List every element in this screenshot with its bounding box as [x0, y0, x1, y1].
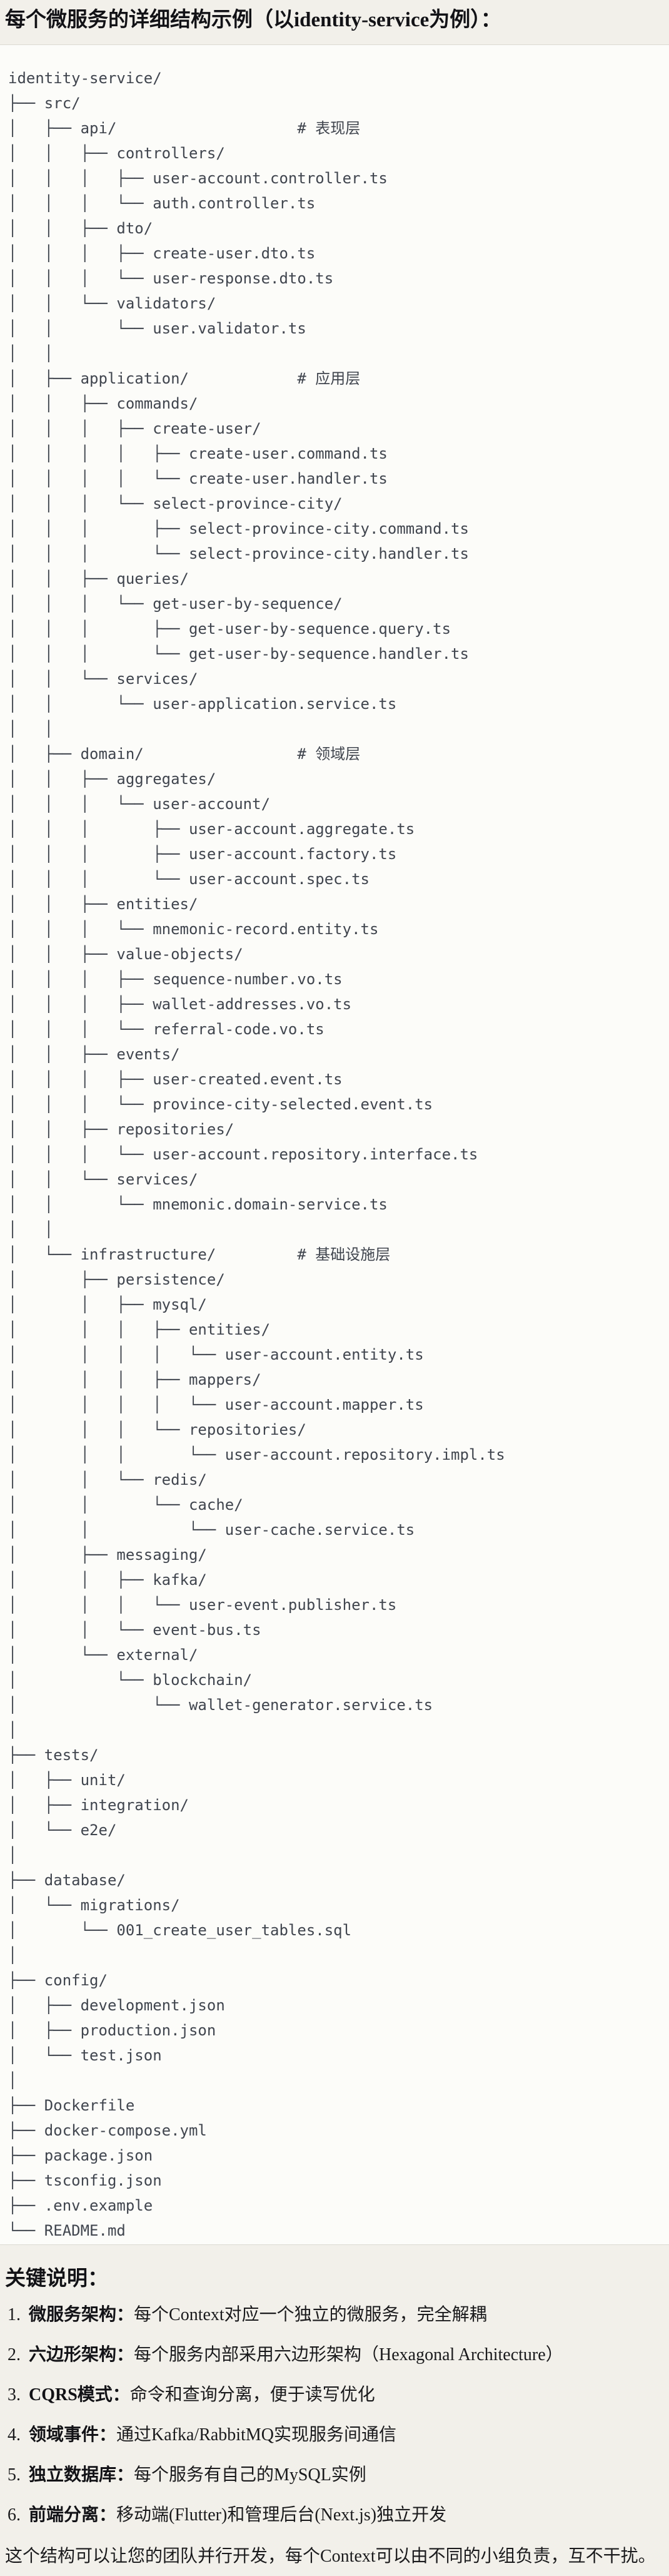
key-point-item: 3. CQRS模式：命令和查询分离，便于读写优化 [8, 2383, 661, 2407]
page-title: 每个微服务的详细结构示例（以identity-service为例）： [5, 9, 501, 31]
item-number: 6. [8, 2505, 21, 2525]
item-label: CQRS模式： [29, 2385, 130, 2405]
key-point-item: 4. 领域事件：通过Kafka/RabbitMQ实现服务间通信 [8, 2423, 661, 2447]
item-text: 每个Context对应一个独立的微服务，完全解耦 [134, 2305, 487, 2325]
item-label: 独立数据库： [29, 2465, 134, 2485]
key-points-section: 关键说明： 1. 微服务架构：每个Context对应一个独立的微服务，完全解耦 2… [0, 2245, 669, 2568]
key-point-item: 6. 前端分离：移动端(Flutter)和管理后台(Next.js)独立开发 [8, 2503, 661, 2527]
item-number: 3. [8, 2385, 21, 2405]
item-text: 命令和查询分离，便于读写优化 [129, 2385, 375, 2405]
item-text: 移动端(Flutter)和管理后台(Next.js)独立开发 [116, 2505, 447, 2525]
item-label: 前端分离： [29, 2505, 117, 2525]
item-text: 每个服务内部采用六边形架构（Hexagonal Architecture） [134, 2345, 563, 2365]
item-label: 微服务架构： [29, 2305, 134, 2325]
item-number: 2. [8, 2345, 21, 2365]
closing-paragraph: 这个结构可以让您的团队并行开发，每个Context可以由不同的小组负责，互不干扰… [5, 2547, 656, 2567]
item-label: 领域事件： [29, 2425, 117, 2445]
item-text: 每个服务有自己的MySQL实例 [134, 2465, 366, 2485]
item-number: 5. [8, 2465, 21, 2485]
item-text: 通过Kafka/RabbitMQ实现服务间通信 [116, 2425, 396, 2445]
item-number: 4. [8, 2425, 21, 2445]
key-point-item: 5. 独立数据库：每个服务有自己的MySQL实例 [8, 2463, 661, 2487]
directory-tree: identity-service/ ├── src/ │ ├── api/ # … [8, 69, 505, 2240]
code-block: identity-service/ ├── src/ │ ├── api/ # … [0, 44, 669, 2246]
key-points-heading: 关键说明： [5, 2268, 108, 2291]
key-point-item: 2. 六边形架构：每个服务内部采用六边形架构（Hexagonal Architec… [8, 2343, 661, 2367]
item-label: 六边形架构： [29, 2345, 134, 2365]
item-number: 1. [8, 2305, 21, 2325]
key-points-list: 1. 微服务架构：每个Context对应一个独立的微服务，完全解耦 2. 六边形架构… [5, 2292, 661, 2527]
key-point-item: 1. 微服务架构：每个Context对应一个独立的微服务，完全解耦 [8, 2303, 661, 2327]
